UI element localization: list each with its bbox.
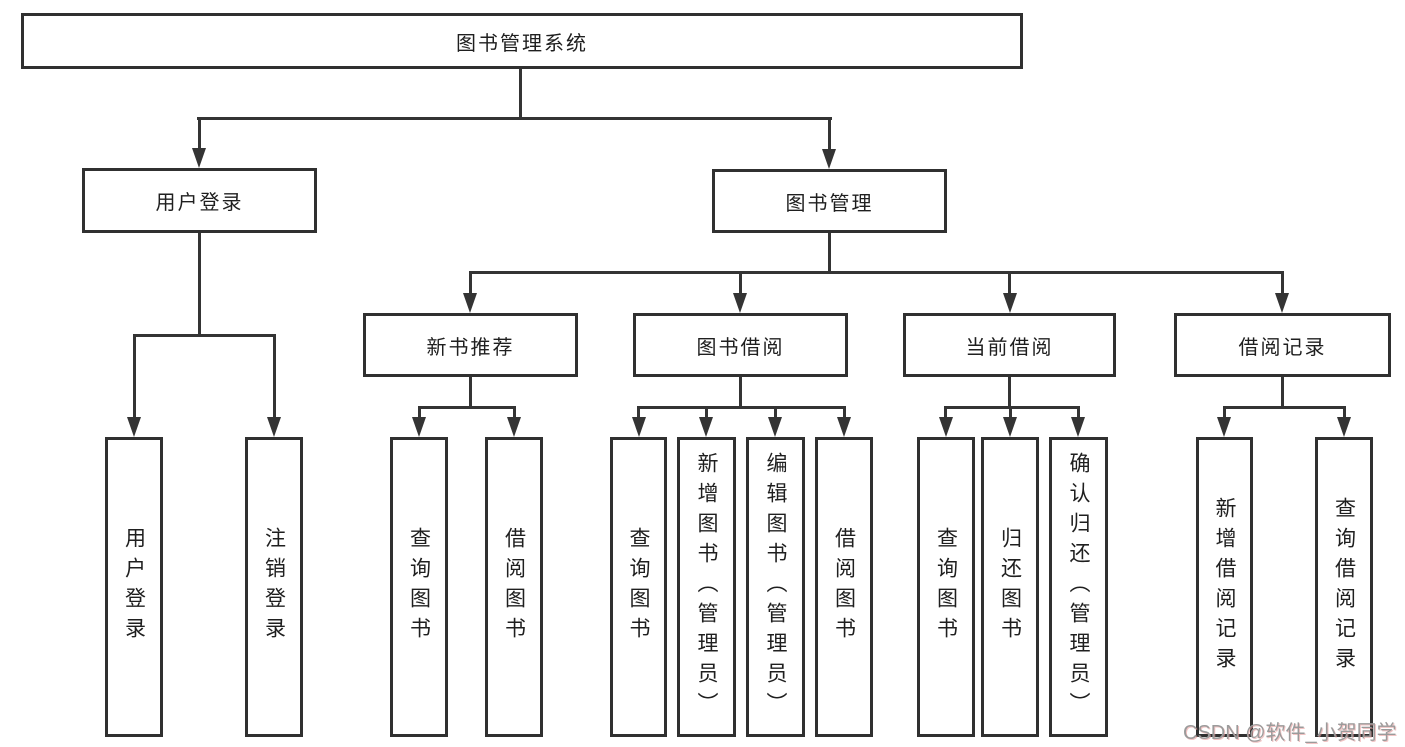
leaf-return-book-label: 归还图书 xyxy=(998,527,1022,647)
node-new-book-rec-label: 新书推荐 xyxy=(426,336,515,359)
connector-line xyxy=(1008,377,1011,408)
arrow-down-icon xyxy=(267,417,281,437)
leaf-query-book-current-label: 查询图书 xyxy=(934,527,958,647)
leaf-edit-book-admin-label: 编辑图书（管理员） xyxy=(764,452,787,722)
connector-line xyxy=(418,406,421,420)
connector-line xyxy=(1281,271,1284,295)
arrow-down-icon xyxy=(1337,417,1351,437)
connector-line xyxy=(705,406,708,420)
connector-line xyxy=(637,406,846,409)
leaf-confirm-return-admin: 确认归还（管理员） xyxy=(1049,437,1108,737)
arrow-down-icon xyxy=(939,417,953,437)
node-root: 图书管理系统 xyxy=(21,13,1023,69)
arrow-down-icon xyxy=(127,417,141,437)
connector-line xyxy=(469,271,472,295)
connector-line xyxy=(1281,377,1284,408)
leaf-borrow-book-borrow: 借阅图书 xyxy=(815,437,873,737)
leaf-query-borrow-record: 查询借阅记录 xyxy=(1315,437,1373,737)
arrow-down-icon xyxy=(837,417,851,437)
node-book-borrow-label: 图书借阅 xyxy=(696,336,785,359)
connector-line xyxy=(843,406,846,420)
leaf-add-book-admin: 新增图书（管理员） xyxy=(677,437,736,737)
node-book-mgmt: 图书管理 xyxy=(712,169,947,233)
connector-line xyxy=(418,406,516,409)
node-current-borrow: 当前借阅 xyxy=(903,313,1116,377)
connector-line xyxy=(1008,271,1011,295)
leaf-add-borrow-record: 新增借阅记录 xyxy=(1196,437,1253,737)
leaf-logout-label: 注销登录 xyxy=(262,527,286,647)
connector-line xyxy=(1077,406,1080,420)
leaf-confirm-return-admin-label: 确认归还（管理员） xyxy=(1067,452,1090,722)
arrow-down-icon xyxy=(822,149,836,169)
leaf-query-book-borrow-label: 查询图书 xyxy=(627,527,650,647)
arrow-down-icon xyxy=(507,417,521,437)
arrow-down-icon xyxy=(412,417,426,437)
arrow-down-icon xyxy=(632,417,646,437)
arrow-down-icon xyxy=(192,148,206,168)
node-root-label: 图书管理系统 xyxy=(456,32,588,55)
node-borrow-record-label: 借阅记录 xyxy=(1238,336,1327,359)
connector-line xyxy=(519,69,522,119)
connector-line xyxy=(944,406,1080,409)
arrow-down-icon xyxy=(699,417,713,437)
arrow-down-icon xyxy=(768,417,782,437)
node-book-mgmt-label: 图书管理 xyxy=(785,192,874,215)
connector-line xyxy=(637,406,640,420)
arrow-down-icon xyxy=(1003,417,1017,437)
connector-line xyxy=(513,406,516,420)
arrow-down-icon xyxy=(1071,417,1085,437)
node-user-login: 用户登录 xyxy=(82,168,317,233)
arrow-down-icon xyxy=(463,293,477,313)
connector-line xyxy=(197,117,832,120)
connector-line xyxy=(739,377,742,408)
leaf-user-login-label: 用户登录 xyxy=(122,527,146,647)
node-user-login-label: 用户登录 xyxy=(155,192,244,214)
leaf-return-book: 归还图书 xyxy=(981,437,1039,737)
leaf-borrow-book-borrow-label: 借阅图书 xyxy=(832,527,856,647)
leaf-query-book-rec-label: 查询图书 xyxy=(407,527,431,647)
leaf-query-borrow-record-label: 查询借阅记录 xyxy=(1332,497,1356,677)
connector-line xyxy=(273,334,276,419)
leaf-borrow-book-rec: 借阅图书 xyxy=(485,437,543,737)
watermark-text: CSDN @软件_小贺同学 xyxy=(1183,722,1397,744)
connector-line xyxy=(774,406,777,420)
arrow-down-icon xyxy=(733,293,747,313)
connector-line xyxy=(1009,406,1012,420)
connector-line xyxy=(133,334,275,337)
connector-line xyxy=(1223,406,1346,409)
leaf-add-borrow-record-label: 新增借阅记录 xyxy=(1213,497,1236,677)
leaf-borrow-book-rec-label: 借阅图书 xyxy=(502,527,526,647)
arrow-down-icon xyxy=(1217,417,1231,437)
leaf-logout: 注销登录 xyxy=(245,437,303,737)
connector-line xyxy=(133,334,136,419)
node-book-borrow: 图书借阅 xyxy=(633,313,848,377)
node-borrow-record: 借阅记录 xyxy=(1174,313,1391,377)
connector-line xyxy=(469,377,472,408)
connector-line xyxy=(198,117,201,152)
leaf-user-login: 用户登录 xyxy=(105,437,163,737)
leaf-query-book-current: 查询图书 xyxy=(917,437,975,737)
connector-line xyxy=(739,271,742,295)
leaf-query-book-borrow: 查询图书 xyxy=(610,437,667,737)
leaf-add-book-admin-label: 新增图书（管理员） xyxy=(695,452,718,722)
arrow-down-icon xyxy=(1003,293,1017,313)
connector-line xyxy=(1223,406,1226,420)
connector-line xyxy=(1343,406,1346,420)
connector-line xyxy=(198,233,201,336)
leaf-query-book-rec: 查询图书 xyxy=(390,437,448,737)
node-current-borrow-label: 当前借阅 xyxy=(965,336,1054,359)
leaf-edit-book-admin: 编辑图书（管理员） xyxy=(746,437,805,737)
arrow-down-icon xyxy=(1275,293,1289,313)
node-new-book-rec: 新书推荐 xyxy=(363,313,578,377)
connector-line xyxy=(944,406,947,420)
connector-line xyxy=(828,233,831,273)
connector-line xyxy=(828,117,831,153)
connector-line xyxy=(469,271,1283,274)
